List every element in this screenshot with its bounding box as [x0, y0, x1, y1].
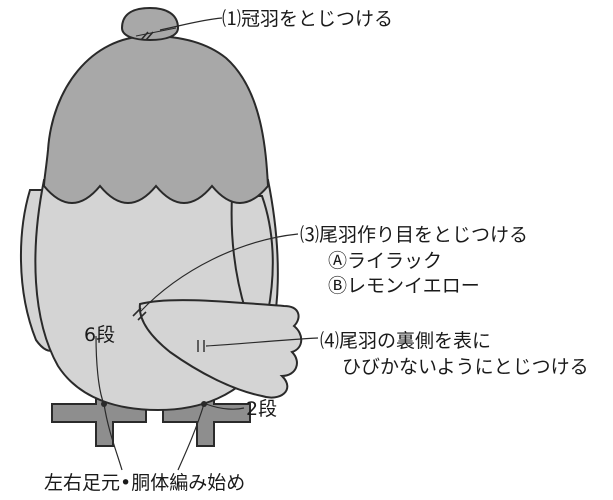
leader-line-6rows: [95, 335, 105, 405]
leader-line-step4: [205, 337, 319, 347]
marker-right-foot-start: [201, 401, 207, 407]
label-2-rows: 2段: [246, 398, 278, 420]
label-step4-line1: ⑷尾羽の裏側を表に: [320, 330, 492, 352]
leader-line-step1: [159, 17, 223, 31]
label-step3-tail-cast-on: ⑶尾羽作り目をとじつける: [300, 224, 529, 246]
crest-stitch-mark: [140, 31, 154, 41]
label-step4-line2: ひびかないようにとじつける: [342, 356, 589, 378]
tail-base-stitch-mark: [132, 307, 147, 321]
leader-line-step3: [139, 233, 299, 313]
label-6-rows: 6段: [84, 324, 116, 346]
label-feet-body-start: 左右足元•胴体編み始め: [44, 472, 246, 494]
marker-left-foot-start: [101, 401, 107, 407]
tail-stitch-mark: [197, 340, 205, 352]
bird-hood: [42, 34, 270, 204]
crest: [120, 6, 180, 42]
label-step1-crest: ⑴冠羽をとじつける: [222, 8, 394, 30]
tail: [138, 299, 303, 399]
leader-line-right-foot: [177, 403, 205, 471]
label-step3-color-a: Ⓐライラック: [328, 250, 443, 272]
leader-line-2rows: [205, 403, 245, 410]
leader-line-left-foot: [103, 403, 123, 471]
label-step3-color-b: Ⓑレモンイエロー: [328, 275, 480, 297]
